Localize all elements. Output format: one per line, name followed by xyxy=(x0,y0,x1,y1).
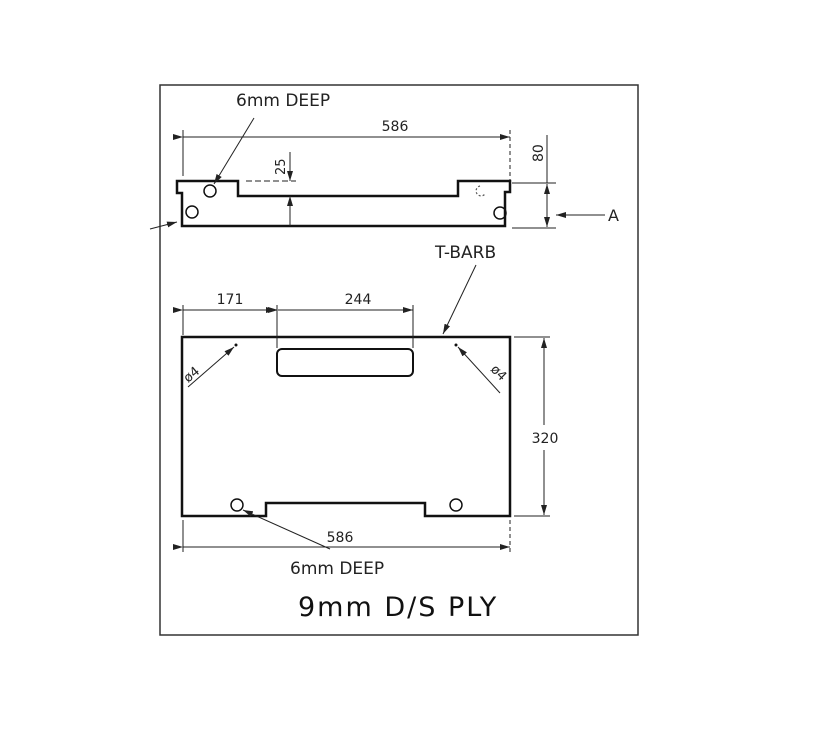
top-height-dim: 80 xyxy=(531,144,547,162)
front-view: 171 244 ø4 ø4 320 586 6mm DEEP xyxy=(173,292,559,579)
left-offset-dim: 171 xyxy=(217,292,244,308)
hole-dia-right: ø4 xyxy=(487,362,509,384)
hole-icon xyxy=(185,205,199,219)
drawing-frame xyxy=(159,84,639,636)
top-width-dim: 586 xyxy=(382,119,409,135)
front-width-dim: 586 xyxy=(327,530,354,546)
hole-icon xyxy=(203,184,217,198)
hole-icon xyxy=(493,206,507,220)
front-height-dim: 320 xyxy=(532,431,559,447)
hole-dia-left: ø4 xyxy=(181,364,203,386)
t-barb-label: T-BARB xyxy=(434,243,496,263)
front-hole-note: 6mm DEEP xyxy=(290,559,384,579)
section-label: A xyxy=(608,206,619,225)
hole-icon xyxy=(230,498,244,512)
top-step-dim: 25 xyxy=(274,158,289,175)
top-hole-note: 6mm DEEP xyxy=(236,91,330,111)
hole-icon xyxy=(449,498,463,512)
top-view: 586 25 80 A 6mm DEEP T-BARB xyxy=(149,91,619,335)
slot-width-dim: 244 xyxy=(345,292,372,308)
material-label: 9mm D/S PLY xyxy=(298,592,498,623)
